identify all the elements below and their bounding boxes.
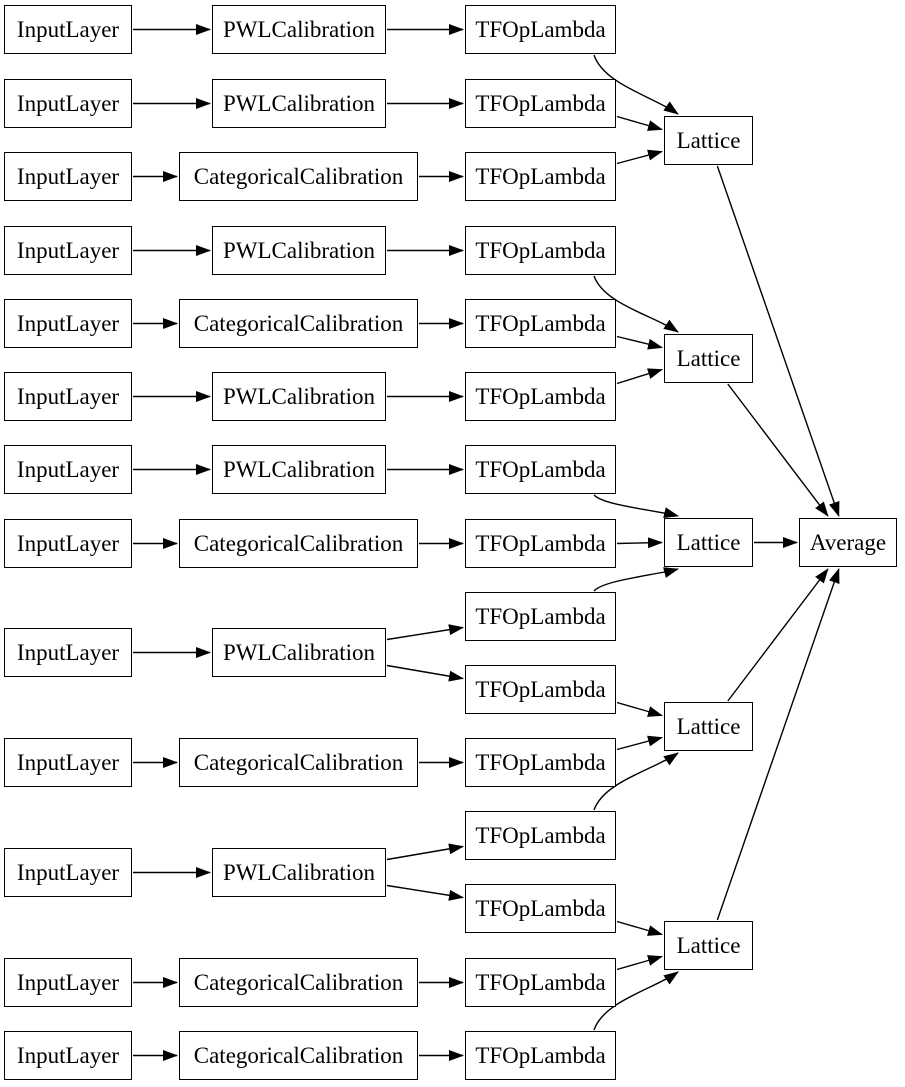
node-tfoplambda-t6: TFOpLambda — [465, 372, 616, 421]
node-tfoplambda-t3: TFOpLambda — [465, 152, 616, 201]
node-inputlayer-i4: InputLayer — [4, 226, 132, 275]
node-pwlcalibration-p9: PWLCalibration — [212, 628, 386, 677]
node-inputlayer-i11: InputLayer — [4, 848, 132, 897]
node-inputlayer-i3: InputLayer — [4, 152, 132, 201]
edge-t13-to-l5 — [616, 920, 663, 936]
edge-t4-to-l2 — [593, 275, 679, 333]
edge-t2-to-l1 — [616, 115, 663, 131]
node-categoricalcalibration-c8: CategoricalCalibration — [179, 519, 418, 568]
node-inputlayer-i1: InputLayer — [4, 5, 132, 54]
node-tfoplambda-t4: TFOpLambda — [465, 226, 616, 275]
node-inputlayer-i10: InputLayer — [4, 738, 132, 787]
node-inputlayer-i9: InputLayer — [4, 628, 132, 677]
edge-l4-to-avg — [727, 568, 829, 702]
edge-t5-to-l2 — [616, 335, 663, 350]
edge-l2-to-avg — [727, 383, 829, 517]
node-pwlcalibration-p1: PWLCalibration — [212, 5, 386, 54]
node-tfoplambda-t7: TFOpLambda — [465, 445, 616, 494]
node-categoricalcalibration-c5: CategoricalCalibration — [179, 299, 418, 348]
node-tfoplambda-t13: TFOpLambda — [465, 884, 616, 933]
node-inputlayer-i5: InputLayer — [4, 299, 132, 348]
node-tfoplambda-t15: TFOpLambda — [465, 1031, 616, 1080]
edge-t9-to-l3 — [593, 567, 679, 592]
node-tfoplambda-t8: TFOpLambda — [465, 519, 616, 568]
edge-t14-to-l5 — [616, 955, 663, 971]
edge-t3-to-l1 — [616, 149, 663, 165]
node-tfoplambda-t11: TFOpLambda — [465, 738, 616, 787]
node-tfoplambda-t10: TFOpLambda — [465, 665, 616, 714]
node-tfoplambda-t1: TFOpLambda — [465, 5, 616, 54]
edge-t11-to-l4 — [616, 735, 663, 751]
edge-t15-to-l5 — [593, 971, 679, 1031]
edge-t7-to-l3 — [593, 494, 679, 518]
node-inputlayer-i7: InputLayer — [4, 445, 132, 494]
node-pwlcalibration-p4: PWLCalibration — [212, 226, 386, 275]
edge-t1-to-l1 — [593, 54, 679, 115]
node-inputlayer-i2: InputLayer — [4, 79, 132, 128]
node-inputlayer-i8: InputLayer — [4, 519, 132, 568]
edge-t10-to-l4 — [616, 701, 663, 717]
edge-p11-to-t13 — [386, 884, 464, 901]
node-lattice-l4: Lattice — [664, 702, 753, 751]
node-average-avg: Average — [799, 518, 897, 567]
node-inputlayer-i12: InputLayer — [4, 958, 132, 1007]
node-categoricalcalibration-c13: CategoricalCalibration — [179, 1031, 418, 1080]
edge-l5-to-avg — [716, 568, 840, 921]
node-tfoplambda-t9: TFOpLambda — [465, 592, 616, 641]
node-inputlayer-i6: InputLayer — [4, 372, 132, 421]
node-categoricalcalibration-c3: CategoricalCalibration — [179, 152, 418, 201]
edge-p9-to-t10 — [386, 664, 464, 682]
node-lattice-l2: Lattice — [664, 334, 753, 383]
node-pwlcalibration-p7: PWLCalibration — [212, 445, 386, 494]
node-lattice-l3: Lattice — [664, 518, 753, 567]
node-pwlcalibration-p6: PWLCalibration — [212, 372, 386, 421]
edge-t6-to-l2 — [616, 368, 663, 385]
edge-l1-to-avg — [716, 165, 840, 517]
node-lattice-l1: Lattice — [664, 116, 753, 165]
node-tfoplambda-t14: TFOpLambda — [465, 958, 616, 1007]
edge-p9-to-t9 — [386, 624, 464, 641]
node-categoricalcalibration-c10: CategoricalCalibration — [179, 738, 418, 787]
node-pwlcalibration-p2: PWLCalibration — [212, 79, 386, 128]
edge-t12-to-l4 — [593, 752, 679, 811]
node-lattice-l5: Lattice — [664, 921, 753, 970]
node-inputlayer-i13: InputLayer — [4, 1031, 132, 1080]
edge-p11-to-t12 — [386, 843, 464, 861]
node-tfoplambda-t2: TFOpLambda — [465, 79, 616, 128]
node-pwlcalibration-p11: PWLCalibration — [212, 848, 386, 897]
node-tfoplambda-t5: TFOpLambda — [465, 299, 616, 348]
node-categoricalcalibration-c12: CategoricalCalibration — [179, 958, 418, 1007]
node-tfoplambda-t12: TFOpLambda — [465, 811, 616, 860]
edge-t8-to-l3 — [616, 537, 663, 549]
